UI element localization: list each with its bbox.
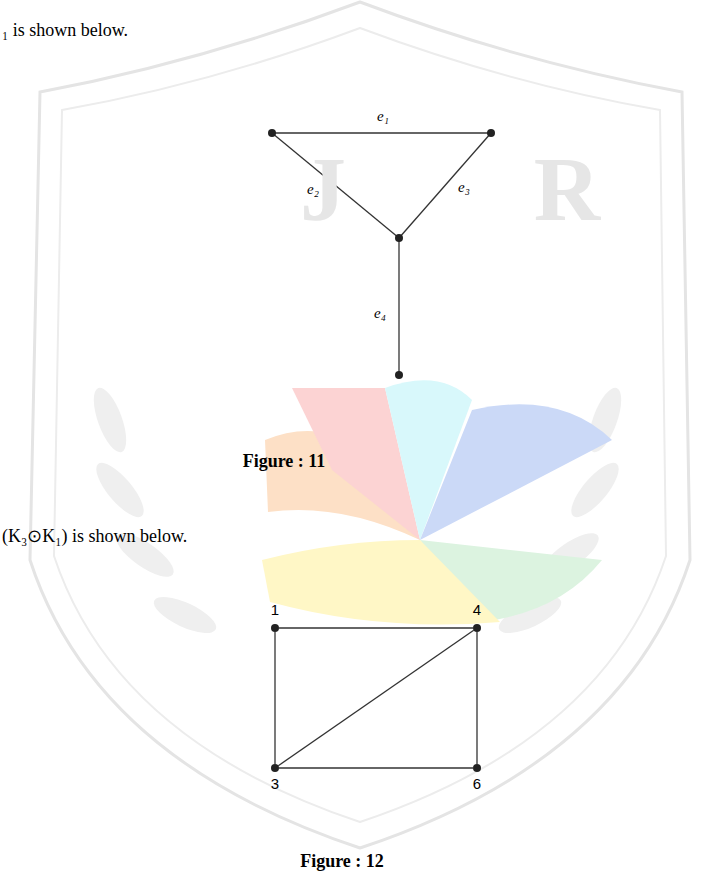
- edge-label: e₂: [307, 181, 319, 198]
- graph-vertex: [395, 371, 403, 379]
- figure-caption: Figure : 11: [243, 451, 326, 472]
- figure-caption: Figure : 12: [300, 851, 384, 872]
- graph-vertex: [268, 129, 276, 137]
- graph-vertex: 3: [271, 764, 279, 772]
- edge-label: e₁: [377, 108, 389, 125]
- leaves: [87, 384, 628, 640]
- graph-vertex: [487, 129, 495, 137]
- graph-edge: [275, 632, 276, 764]
- graph-edge: [399, 133, 491, 238]
- body-text: (K₃⊙K₁) is shown below.: [2, 526, 187, 547]
- graph-vertex: 6: [473, 764, 481, 772]
- watermark-letter: J: [300, 137, 346, 243]
- pinwheel: [262, 380, 612, 624]
- graph-edge: [477, 632, 478, 764]
- shield-inner: [54, 28, 666, 822]
- graph-edge: [278, 630, 473, 765]
- shield-outline: [30, 2, 690, 848]
- graph-edge: [398, 238, 399, 375]
- vertex-label: 4: [473, 602, 481, 619]
- watermark-letter: R: [534, 137, 600, 243]
- graph-edge: [279, 768, 473, 769]
- vertex-label: 3: [271, 776, 279, 793]
- graph-vertex: 4: [473, 624, 481, 632]
- edge-label: e₄: [374, 305, 386, 322]
- graph-edge: [272, 132, 491, 133]
- graph-vertex: 1: [271, 624, 279, 632]
- body-text: ₁ is shown below.: [2, 20, 128, 41]
- graph-vertex: [395, 234, 403, 242]
- vertex-label: 1: [271, 602, 279, 619]
- graph-edge: [279, 628, 473, 629]
- edge-label: e₃: [458, 179, 470, 196]
- vertex-label: 6: [473, 776, 481, 793]
